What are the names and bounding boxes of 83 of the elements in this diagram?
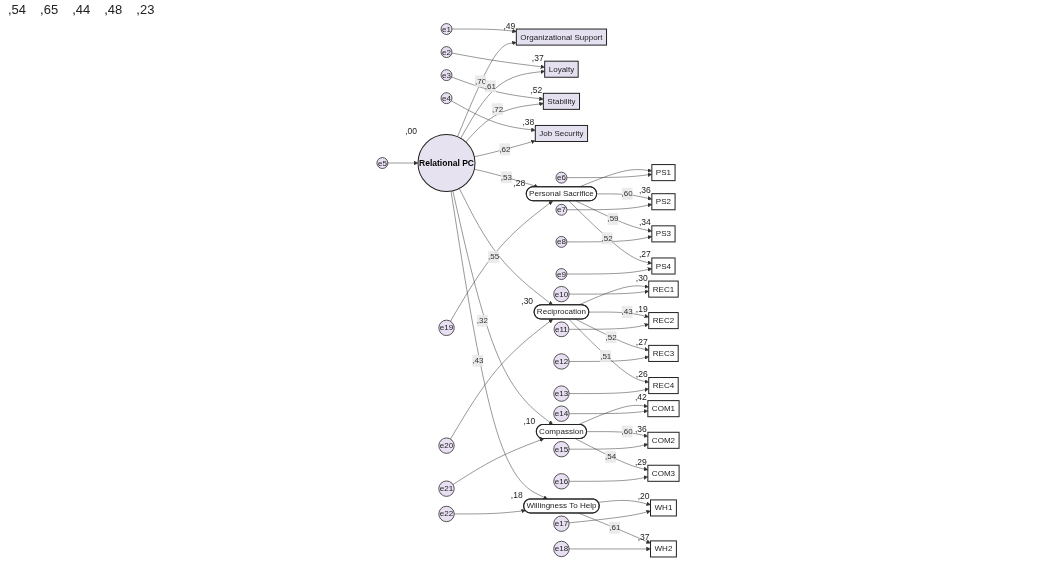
node-circle: e8 (555, 236, 568, 248)
node-circle: Relational PC (417, 134, 476, 193)
r-squared-value: ,36 (635, 423, 647, 434)
node-circle: e10 (553, 286, 570, 303)
edge-label: ,52 (601, 233, 613, 243)
node-box: Job Security (534, 124, 589, 142)
node-box: REC2 (648, 312, 679, 330)
node-circle: e11 (553, 321, 570, 338)
node-circle: e6 (555, 171, 568, 184)
r-squared-value: ,38 (522, 116, 535, 127)
r-squared-value: ,20 (637, 491, 650, 502)
node-box: COM3 (647, 464, 680, 482)
node-circle: e15 (553, 441, 570, 458)
node-circle: e1 (440, 23, 453, 35)
edge-label: ,55 (488, 252, 500, 261)
r-squared-value: ,18 (510, 490, 523, 501)
node-box: COM2 (647, 431, 680, 449)
edge-label: ,43 (621, 307, 633, 316)
path-coefficient: ,44 (72, 2, 91, 17)
edge-label: ,61 (484, 81, 497, 91)
node-circle: e14 (553, 405, 570, 422)
node-box: COM1 (647, 400, 680, 418)
node-circle: e22 (438, 505, 455, 523)
r-squared-value: ,30 (521, 296, 534, 307)
r-squared-value: ,37 (531, 52, 544, 63)
edge-label: ,43 (472, 356, 484, 365)
path-coefficient: ,23 (136, 2, 155, 17)
node-circle: e7 (555, 203, 568, 216)
edge-label: ,60 (621, 189, 633, 198)
r-squared-value: ,28 (513, 178, 526, 189)
node-circle: e13 (553, 385, 570, 402)
r-squared-value: ,26 (635, 369, 648, 379)
r-squared-value: ,34 (639, 217, 651, 228)
edge-label: ,32 (476, 316, 488, 325)
node-box: PS2 (651, 193, 676, 211)
r-squared-value: ,36 (639, 185, 651, 196)
r-squared-value: ,19 (635, 304, 648, 315)
node-circle: e20 (438, 437, 455, 454)
node-circle: e12 (553, 353, 570, 370)
edge-label: ,70 (475, 76, 487, 86)
node-circle: e9 (555, 268, 568, 280)
r-squared-value: ,42 (635, 392, 647, 403)
node-box: PS3 (651, 225, 676, 243)
r-squared-value: ,00 (405, 126, 417, 136)
edge-label: ,62 (499, 144, 511, 154)
r-squared-value: ,27 (635, 336, 648, 347)
node-box: Organizational Support (515, 28, 608, 46)
r-squared-value: ,29 (635, 456, 647, 467)
node-circle: e2 (440, 46, 453, 58)
node-box: PS1 (651, 164, 676, 182)
r-squared-value: ,27 (639, 249, 651, 260)
edge-label: ,54 (605, 452, 617, 461)
edge-label: ,53 (500, 172, 513, 182)
path-coefficient: ,48 (104, 2, 123, 17)
edge-label: ,52 (605, 332, 617, 342)
node-circle: e5 (376, 157, 389, 169)
r-squared-value: ,52 (530, 84, 543, 95)
node-circle: e3 (440, 69, 453, 81)
node-box: PS4 (651, 257, 676, 275)
path-coefficient: ,54 (8, 2, 27, 17)
r-squared-value: ,10 (523, 415, 536, 426)
node-circle: e19 (438, 319, 455, 336)
node-box: WH2 (650, 540, 677, 558)
node-box: Stability (542, 92, 580, 110)
edge-label: ,51 (600, 351, 612, 361)
r-squared-value: ,49 (503, 20, 516, 31)
path-coefficient: ,65 (40, 2, 59, 17)
node-circle: e16 (553, 473, 570, 490)
node-circle: e18 (553, 540, 570, 558)
node-box: Loyalty (544, 60, 579, 78)
edge-label: ,72 (491, 104, 504, 114)
node-circle: e21 (438, 480, 455, 497)
edge-label: ,59 (607, 214, 619, 223)
r-squared-value: ,37 (637, 532, 650, 543)
node-box: WH1 (650, 499, 677, 517)
node-box: REC1 (648, 280, 679, 298)
r-squared-value: ,30 (635, 272, 648, 283)
node-circle: e17 (553, 515, 570, 532)
edge-label: ,61 (609, 523, 621, 532)
node-circle: e4 (440, 92, 453, 105)
edge-label: ,60 (621, 426, 633, 436)
node-box: REC3 (648, 344, 679, 362)
node-box: REC4 (648, 377, 679, 395)
